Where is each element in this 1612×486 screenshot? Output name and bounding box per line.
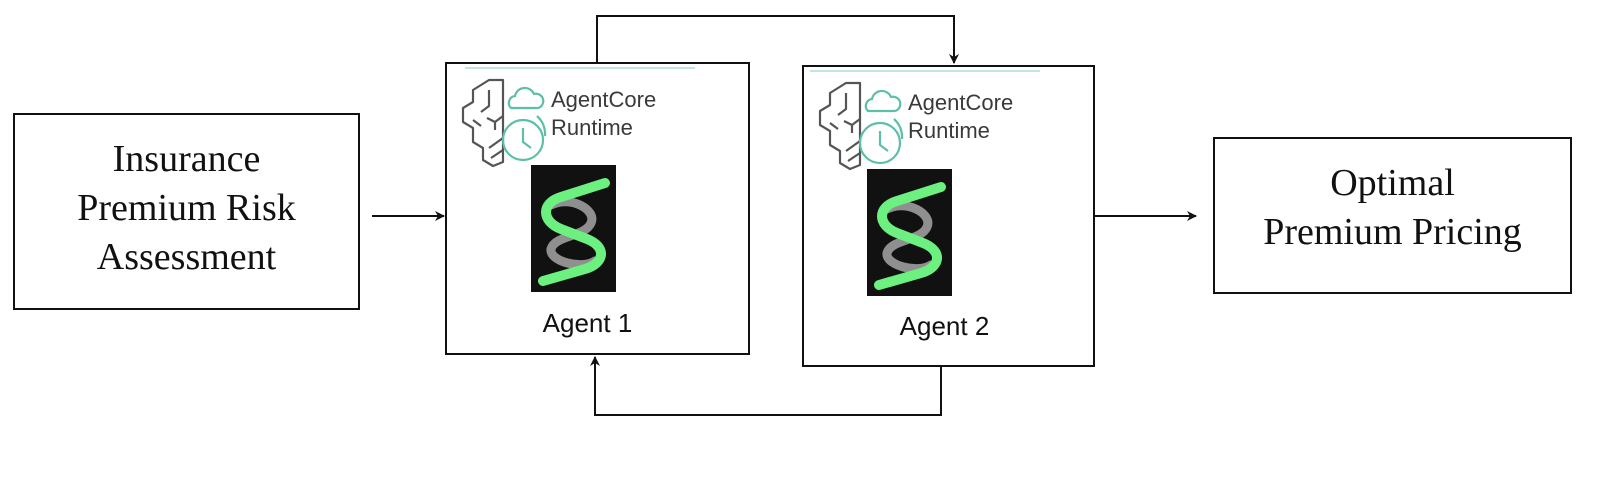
runtime-title-line: Runtime: [551, 115, 633, 140]
edge-agent1-to-agent2: [596, 15, 959, 64]
output-node-label: Optimal Premium Pricing: [1215, 159, 1570, 257]
teal-divider: [465, 67, 695, 69]
teal-divider: [810, 70, 1040, 72]
helix-s-logo-icon: [531, 165, 616, 292]
input-node: Insurance Premium Risk Assessment: [13, 113, 360, 310]
runtime-title-line: AgentCore: [908, 90, 1014, 115]
input-label-line: Insurance: [112, 138, 261, 180]
output-node: Optimal Premium Pricing: [1213, 137, 1572, 294]
agentcore-runtime-header: AgentCore Runtime: [459, 76, 699, 168]
input-node-label: Insurance Premium Risk Assessment: [15, 135, 358, 282]
runtime-title-line: Runtime: [908, 118, 990, 143]
runtime-title: AgentCore Runtime: [908, 89, 1013, 145]
runtime-title-line: AgentCore: [551, 87, 657, 112]
agent-node-2: AgentCore Runtime Agent 2: [802, 65, 1095, 367]
brain-cloud-clock-icon: [818, 81, 904, 171]
agent-label: Agent 1: [542, 308, 633, 338]
input-label-line: Assessment: [96, 236, 277, 278]
output-label-line: Premium Pricing: [1263, 211, 1522, 253]
agentcore-runtime-header: AgentCore Runtime: [816, 79, 1056, 171]
edge-agent2-to-agent1: [590, 356, 942, 416]
runtime-title: AgentCore Runtime: [551, 86, 656, 142]
agent-label: Agent 2: [899, 311, 990, 341]
agent-node-1: AgentCore Runtime Agent 1: [445, 62, 750, 355]
brain-cloud-clock-icon: [461, 78, 547, 168]
helix-s-logo-icon: [867, 169, 952, 296]
input-label-line: Premium Risk: [77, 187, 296, 229]
output-label-line: Optimal: [1330, 162, 1455, 204]
